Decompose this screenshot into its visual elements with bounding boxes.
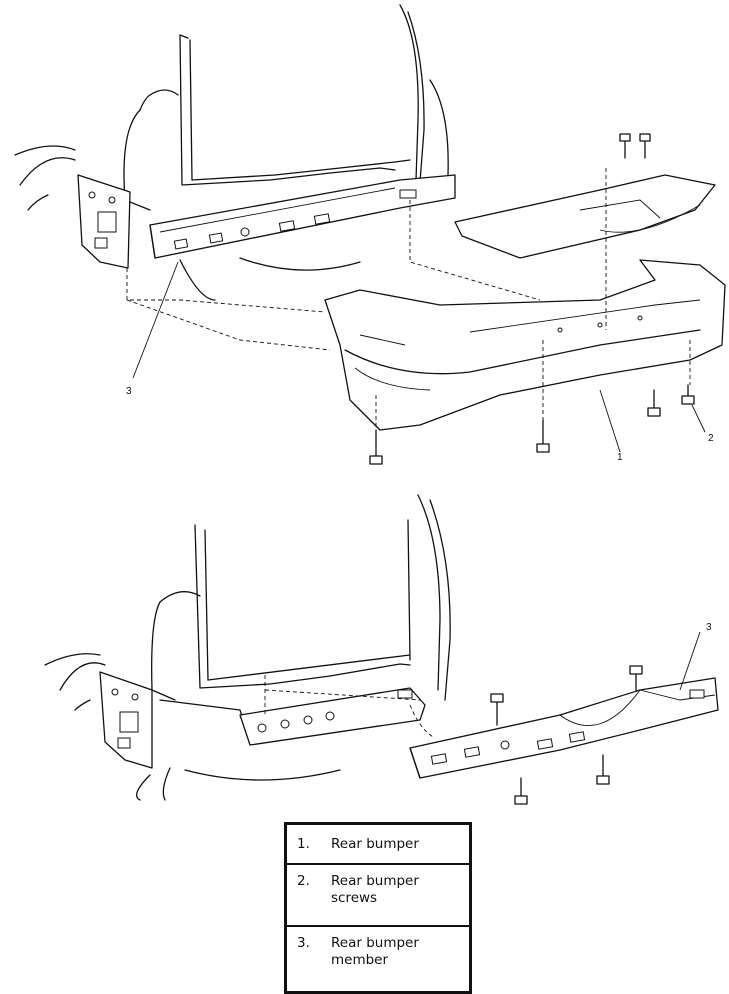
callout-rear-bumper-member-bottom: 3 — [706, 622, 712, 633]
callout-leaders-top — [132, 261, 706, 453]
top-exploded-view: 1 2 3 — [14, 4, 726, 465]
vehicle-rear-body-top — [14, 4, 456, 301]
screw-icon — [596, 754, 610, 785]
screw-icon — [639, 133, 651, 159]
screw-icon — [681, 384, 695, 405]
bumper-screws-top — [369, 133, 695, 465]
bumper-member-top — [149, 174, 456, 259]
screw-icon — [369, 429, 383, 465]
legend-row: 3. Rear bumper member — [287, 927, 469, 991]
callout-leader-bottom — [679, 631, 701, 691]
legend-number: 3. — [297, 935, 310, 951]
legend-number: 1. — [297, 836, 310, 852]
assembly-guide-lines-top — [126, 168, 691, 430]
screw-icon — [490, 693, 504, 726]
bumper-upper-panel — [454, 174, 716, 259]
legend-label: Rear bumper — [331, 835, 419, 852]
legend-row: 1. Rear bumper — [287, 825, 469, 865]
legend-label: Rear bumper member — [331, 935, 419, 968]
callout-rear-bumper-member-top: 3 — [126, 386, 132, 397]
legend-label: Rear bumper screws — [331, 873, 419, 906]
callout-rear-bumper-screws: 2 — [708, 433, 714, 444]
screw-icon — [619, 133, 631, 159]
screw-icon — [629, 665, 643, 691]
screw-icon — [536, 419, 550, 453]
legend-number: 2. — [297, 873, 310, 889]
bottom-exploded-view: 3 — [44, 494, 719, 805]
parts-legend-table: 1. Rear bumper 2. Rear bumper screws 3. … — [284, 822, 472, 994]
bumper-member-detached — [409, 677, 719, 779]
vehicle-rear-body-bottom — [44, 494, 451, 801]
assembly-guide-lines-bottom — [264, 675, 436, 739]
rear-bumper — [324, 259, 726, 431]
screw-icon — [514, 777, 528, 805]
callout-rear-bumper: 1 — [617, 452, 623, 463]
legend-row: 2. Rear bumper screws — [287, 865, 469, 927]
bumper-member-screws — [490, 665, 643, 805]
screw-icon — [647, 389, 661, 417]
